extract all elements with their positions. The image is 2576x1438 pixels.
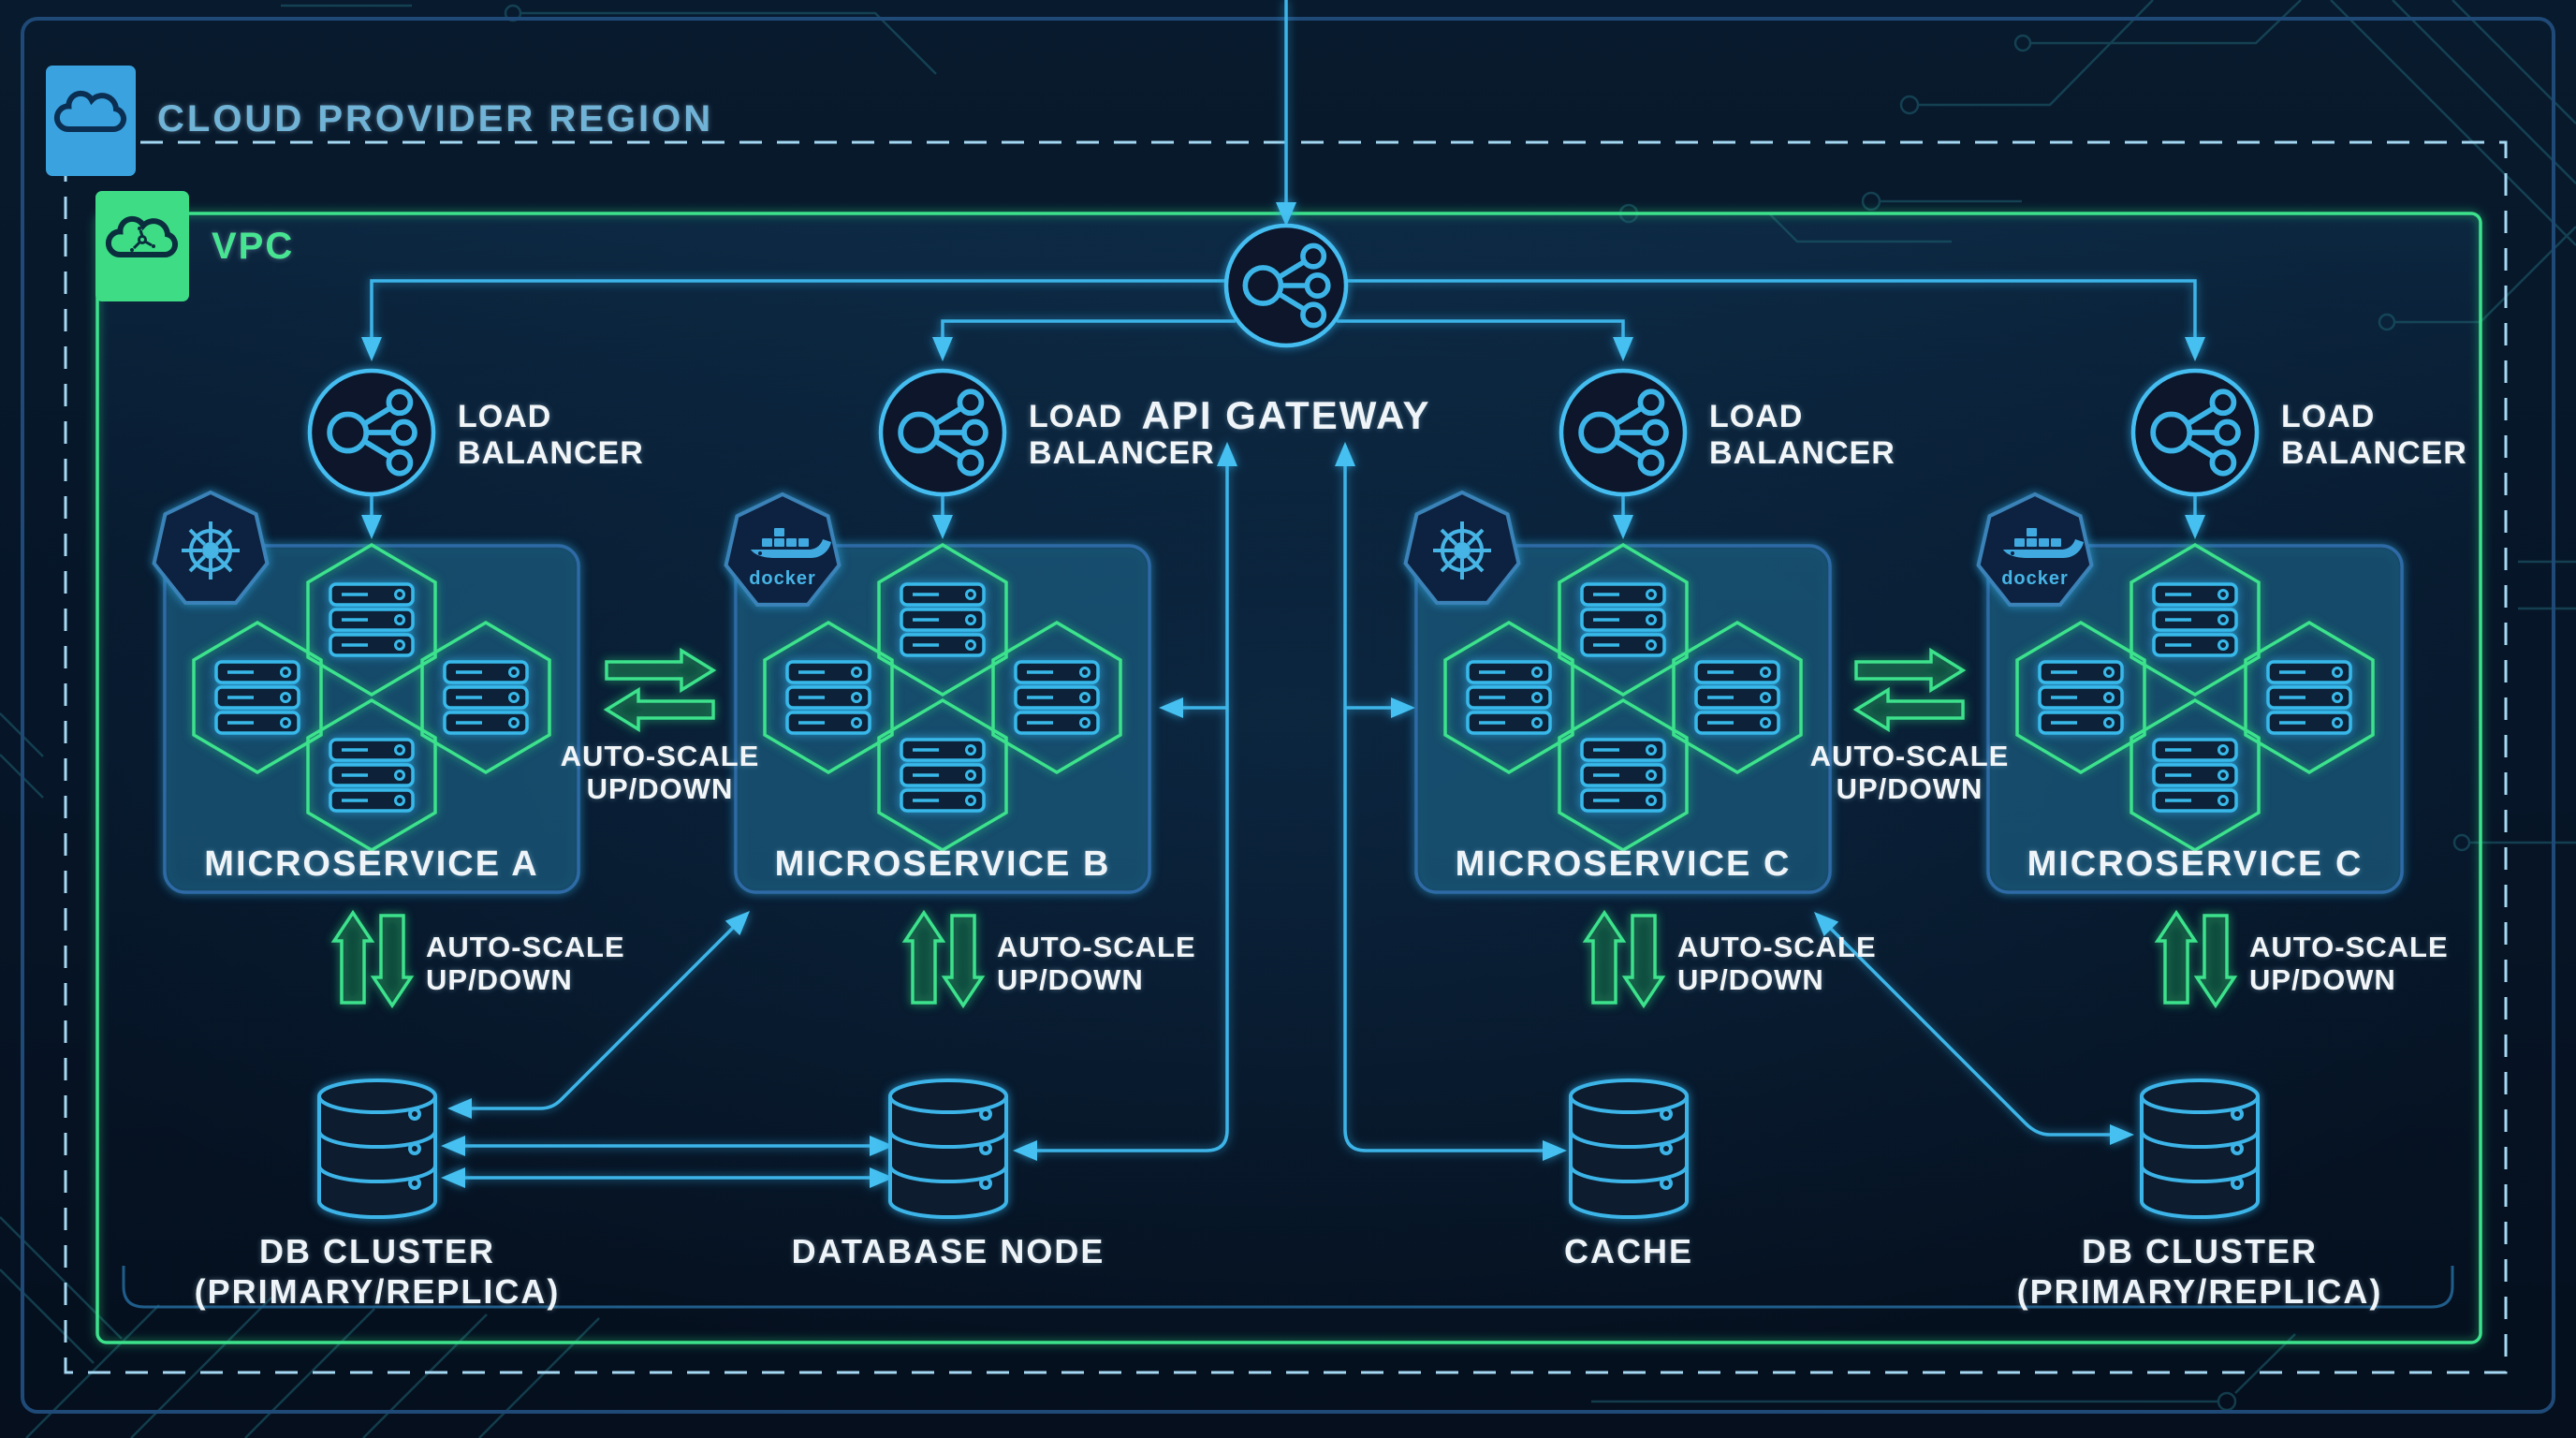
kubernetes-wheel-icon	[1431, 520, 1493, 581]
svg-text:LOAD: LOAD	[2281, 399, 2375, 434]
datastore-label: DB CLUSTER (PRIMARY/REPLICA)	[2017, 1232, 2383, 1311]
microservice-label: MICROSERVICE C	[2027, 844, 2364, 884]
db-cluster-primary-icon	[317, 1078, 437, 1219]
svg-text:LOAD: LOAD	[458, 399, 551, 434]
svg-text:UP/DOWN: UP/DOWN	[997, 963, 1144, 996]
autoscale-caption: AUTO-SCALE UP/DOWN	[426, 931, 625, 996]
cache-icon	[1569, 1078, 1689, 1219]
svg-text:DATABASE NODE: DATABASE NODE	[792, 1232, 1105, 1270]
svg-text:AUTO-SCALE: AUTO-SCALE	[1677, 931, 1877, 963]
svg-text:CACHE: CACHE	[1564, 1232, 1693, 1270]
connectors	[361, 0, 2205, 1188]
svg-text:(PRIMARY/REPLICA): (PRIMARY/REPLICA)	[195, 1272, 561, 1311]
vpc-badge	[95, 191, 189, 301]
docker-badge-label: docker	[749, 568, 816, 589]
cloud-provider-badge	[46, 66, 136, 176]
load-balancer-node	[878, 368, 1007, 497]
load-balancer-node	[307, 368, 436, 497]
autoscale-caption: AUTO-SCALE UP/DOWN	[2249, 931, 2449, 996]
svg-text:BALANCER: BALANCER	[1029, 435, 1215, 471]
region-label: CLOUD PROVIDER REGION	[157, 98, 713, 139]
load-balancer-label: LOAD BALANCER	[1029, 399, 1215, 471]
load-balancer-node	[2130, 368, 2260, 497]
microservice-label: MICROSERVICE A	[204, 844, 538, 884]
load-balancer-label: LOAD BALANCER	[458, 399, 644, 471]
svg-text:AUTO-SCALE: AUTO-SCALE	[997, 931, 1196, 963]
autoscale-caption: AUTO-SCALE UP/DOWN	[1677, 931, 1877, 996]
kubernetes-wheel-icon	[180, 520, 242, 581]
svg-text:AUTO-SCALE: AUTO-SCALE	[561, 740, 760, 772]
autoscale-caption: AUTO-SCALE UP/DOWN	[997, 931, 1196, 996]
svg-text:LOAD: LOAD	[1029, 399, 1122, 434]
vpc-cloud-icon	[109, 219, 175, 255]
svg-text:UP/DOWN: UP/DOWN	[1837, 772, 1983, 805]
svg-text:LOAD: LOAD	[1709, 399, 1803, 434]
docker-badge: docker	[1976, 492, 2094, 607]
svg-text:UP/DOWN: UP/DOWN	[426, 963, 573, 996]
load-balancer-node	[1559, 368, 1688, 497]
svg-text:BALANCER: BALANCER	[458, 435, 644, 471]
svg-text:UP/DOWN: UP/DOWN	[587, 772, 734, 805]
svg-text:(PRIMARY/REPLICA): (PRIMARY/REPLICA)	[2017, 1272, 2383, 1311]
microservice-label: MICROSERVICE B	[775, 844, 1111, 884]
vpc-label: VPC	[212, 226, 294, 267]
datastore-label: DB CLUSTER (PRIMARY/REPLICA)	[195, 1232, 561, 1311]
datastore-label: CACHE	[1564, 1232, 1693, 1270]
docker-badge-label: docker	[2001, 568, 2069, 589]
svg-text:UP/DOWN: UP/DOWN	[2249, 963, 2396, 996]
outer-frame-border	[21, 17, 2555, 1414]
docker-badge: docker	[724, 492, 842, 607]
svg-text:DB CLUSTER: DB CLUSTER	[259, 1232, 495, 1270]
inner-floor-line	[122, 1266, 2454, 1309]
svg-text:DB CLUSTER: DB CLUSTER	[2082, 1232, 2318, 1270]
api-gateway-label: API GATEWAY	[1141, 393, 1430, 437]
svg-text:AUTO-SCALE: AUTO-SCALE	[426, 931, 625, 963]
autoscale-caption: AUTO-SCALE UP/DOWN	[1810, 740, 2010, 805]
svg-text:BALANCER: BALANCER	[1709, 435, 1895, 471]
svg-text:AUTO-SCALE: AUTO-SCALE	[2249, 931, 2449, 963]
svg-text:UP/DOWN: UP/DOWN	[1677, 963, 1824, 996]
api-gateway-node	[1223, 223, 1349, 348]
autoscale-caption: AUTO-SCALE UP/DOWN	[561, 740, 760, 805]
svg-text:AUTO-SCALE: AUTO-SCALE	[1810, 740, 2010, 772]
database-node-icon	[888, 1078, 1008, 1219]
svg-text:BALANCER: BALANCER	[2281, 435, 2467, 471]
load-balancer-label: LOAD BALANCER	[2281, 399, 2467, 471]
load-balancer-label: LOAD BALANCER	[1709, 399, 1895, 471]
db-cluster-replica-icon	[2140, 1078, 2260, 1219]
microservice-label: MICROSERVICE C	[1456, 844, 1792, 884]
datastore-label: DATABASE NODE	[792, 1232, 1105, 1270]
